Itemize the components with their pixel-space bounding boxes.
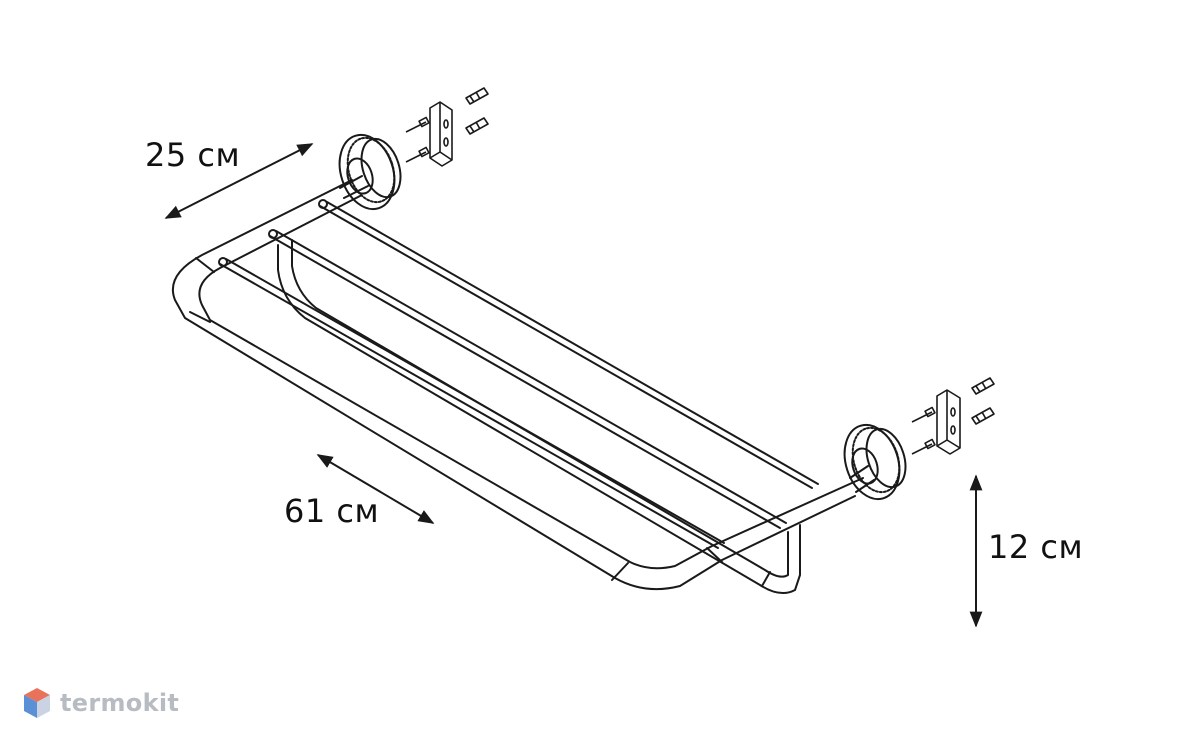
width-arrow — [316, 454, 435, 524]
lower-tube — [277, 239, 801, 595]
front-tube — [171, 179, 864, 591]
right-wall-plug-icon — [971, 377, 995, 425]
right-mounting-bracket-icon — [936, 389, 961, 455]
left-mounting-hardware — [405, 87, 489, 167]
depth-arrow — [164, 143, 314, 219]
right-mounting-hardware — [911, 377, 995, 455]
left-mounting-bracket-icon — [429, 101, 453, 167]
left-wall-plug-icon — [465, 87, 489, 135]
dimension-arrows — [164, 143, 983, 628]
hexagon-cube-icon — [24, 688, 50, 718]
width-dimension-label: 61 см — [284, 492, 380, 530]
left-wall-rosette — [338, 133, 402, 211]
height-dimension-label: 12 см — [988, 528, 1084, 566]
brand-watermark: termokit — [22, 686, 179, 720]
towel-rack — [171, 133, 907, 595]
brand-name: termokit — [60, 689, 180, 717]
shelf-rails — [218, 199, 819, 549]
right-wall-rosette — [843, 423, 907, 501]
depth-dimension-label: 25 см — [145, 136, 241, 174]
right-screw-icon — [911, 406, 936, 455]
left-screw-icon — [405, 116, 430, 163]
